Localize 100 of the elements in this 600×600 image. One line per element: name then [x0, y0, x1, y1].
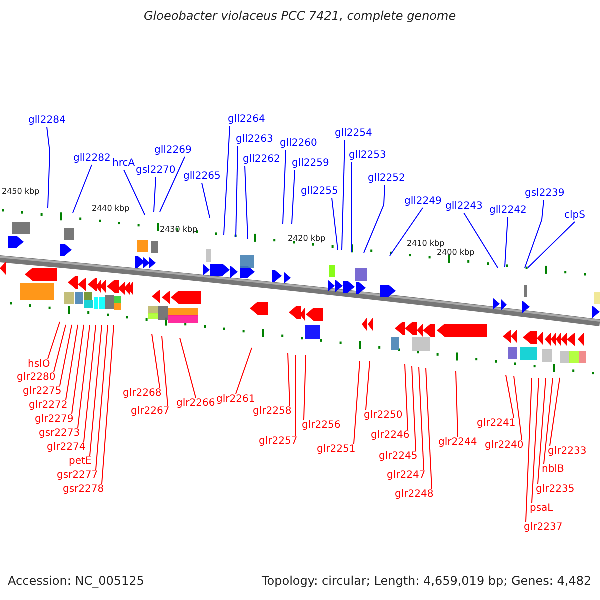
gene-label: gll2243	[446, 201, 483, 213]
leader-line	[304, 354, 306, 420]
leader-line	[464, 212, 498, 268]
gene-label: gll2255	[301, 186, 338, 198]
gene-label: glr2244	[438, 437, 478, 449]
leader-line	[282, 150, 286, 224]
leader-line	[78, 324, 90, 428]
leader-line	[354, 360, 360, 444]
leader-line	[236, 348, 252, 394]
gene-label: glr2272	[29, 400, 68, 412]
leader-line	[504, 216, 508, 268]
gene-label: glr2258	[253, 406, 292, 418]
leader-line	[154, 176, 156, 212]
leader-line	[288, 352, 290, 406]
gene-label: glr2247	[387, 470, 426, 482]
leader-line	[426, 368, 432, 490]
leader-line	[236, 146, 238, 238]
leader-line	[102, 324, 114, 484]
gene-label: glr2261	[216, 394, 256, 406]
gene-label: glr2268	[123, 388, 162, 400]
leader-line	[124, 170, 146, 216]
leader-line	[292, 170, 296, 224]
scale-label: 2440 kbp	[92, 203, 130, 214]
leader-line	[412, 366, 416, 452]
gene-label: glr2274	[47, 442, 86, 454]
gene-label: glr2279	[35, 414, 74, 426]
gene-label: glr2237	[524, 522, 563, 534]
gene-label: glr2246	[371, 430, 410, 442]
gene-label: gll2259	[292, 158, 330, 170]
leader-line	[60, 324, 72, 386]
accession-label: Accession: NC_005125	[8, 574, 144, 589]
leader-line	[404, 364, 408, 430]
leader-line	[202, 182, 210, 218]
gene-label: gll2284	[28, 115, 66, 127]
gene-label: glr2266	[176, 398, 216, 410]
gene-label: glr2241	[477, 418, 516, 430]
leader-line	[46, 126, 50, 208]
gene-label: gll2252	[368, 173, 406, 185]
gene-label: gll2265	[184, 171, 221, 183]
leader-line	[162, 336, 168, 406]
leader-line	[180, 338, 196, 398]
gene-label: glr2250	[364, 410, 403, 422]
gene-label: gll2269	[154, 145, 192, 157]
leader-line	[506, 374, 514, 418]
scale-label: 2450 kbp	[2, 186, 40, 197]
leader-line	[544, 378, 554, 464]
scale-label: 2430 kbp	[160, 224, 198, 235]
gene-label: gll2249	[404, 196, 442, 208]
gene-label: gsl2270	[136, 165, 176, 177]
leader-line	[366, 360, 370, 410]
leader-line	[532, 378, 540, 504]
gene-label: glr2257	[259, 436, 298, 448]
gene-label: gll2242	[490, 205, 527, 217]
gene-label: petE	[69, 456, 92, 468]
leader-line	[538, 378, 546, 484]
gene-label: glr2235	[536, 484, 575, 496]
gene-label: glr2267	[131, 406, 170, 418]
leader-line	[72, 324, 84, 414]
leader-line	[342, 140, 346, 250]
gene-label: glr2275	[23, 386, 62, 398]
gene-label: hslO	[28, 359, 50, 371]
leader-line	[66, 324, 78, 400]
gene-label: gll2262	[243, 154, 280, 166]
leader-line	[456, 370, 458, 438]
genome-title: Gloeobacter violaceus PCC 7421, complete genome	[144, 10, 456, 22]
leader-line	[48, 322, 60, 360]
scale-label: 2410 kbp	[407, 238, 445, 249]
leader-line	[224, 126, 230, 236]
leader-line	[54, 324, 66, 372]
gene-label: nblB	[542, 464, 564, 476]
leader-line	[514, 376, 522, 440]
gene-label: gsr2278	[63, 484, 104, 496]
gene-label: glr2251	[317, 444, 356, 456]
gene-label: glr2245	[379, 451, 418, 463]
leader-line	[244, 166, 248, 240]
leader-line	[528, 222, 576, 268]
gene-label: gll2260	[280, 138, 318, 150]
leader-line	[550, 378, 560, 446]
leader-line	[524, 200, 544, 268]
gene-label: hrcA	[112, 158, 136, 170]
leader-line	[96, 324, 108, 470]
gene-label: glr2240	[485, 440, 524, 452]
gene-label: gll2254	[335, 128, 372, 140]
leader-line	[390, 208, 424, 256]
gene-label: glr2256	[302, 420, 341, 432]
leader-line	[526, 378, 532, 522]
gene-label: glr2280	[17, 372, 56, 384]
gene-label: glr2233	[548, 446, 587, 458]
scale-label: 2400 kbp	[437, 248, 475, 258]
gene-label: gll2263	[236, 134, 274, 146]
leader-line	[364, 184, 386, 254]
gene-label: psaL	[530, 503, 554, 515]
genome-summary: Topology: circular; Length: 4,659,019 bp; Genes: 4,482	[262, 574, 592, 589]
leader-line	[90, 324, 102, 456]
gene-label: gll2253	[349, 150, 386, 162]
leader-line	[84, 324, 96, 442]
scale-label: 2420 kbp	[288, 233, 326, 244]
gene-label: gsr2277	[57, 470, 98, 482]
leader-line	[160, 156, 186, 212]
gene-label: gsl2239	[525, 188, 565, 200]
